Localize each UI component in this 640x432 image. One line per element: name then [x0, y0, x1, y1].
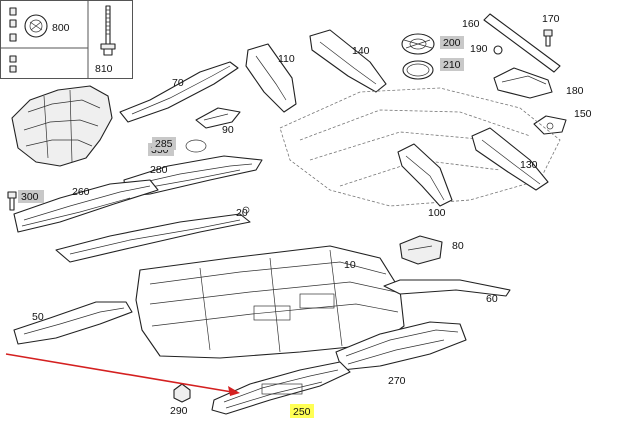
- part-50-shape: 50: [13, 301, 133, 345]
- callout-180[interactable]: 180: [566, 85, 584, 97]
- callout-270[interactable]: 270: [388, 375, 406, 387]
- bolt-810-icon: [100, 5, 116, 56]
- callout-90[interactable]: 90: [222, 124, 234, 136]
- part-160-shape: 160: [462, 13, 561, 73]
- callout-250[interactable]: 250: [293, 406, 311, 418]
- callout-200[interactable]: 200: [443, 37, 461, 49]
- callout-150[interactable]: 150: [574, 108, 592, 120]
- callout-50[interactable]: 50: [32, 311, 44, 323]
- part-260-shape: 260: [13, 179, 159, 233]
- part-200-ring: 200: [401, 33, 464, 55]
- callout-810[interactable]: 810: [95, 63, 113, 75]
- part-140-shape: 140: [309, 29, 387, 93]
- part-190-nut: 190: [470, 43, 503, 55]
- part-130-shape: 130: [471, 127, 549, 191]
- part-80-shape: 80: [399, 235, 464, 265]
- part-70-shape: 70: [119, 61, 239, 123]
- part-20-shape: 20: [55, 206, 251, 263]
- part-170-bolt: 170: [542, 13, 560, 47]
- callout-285[interactable]: 285: [155, 138, 173, 150]
- part-300-bolt: 300: [7, 190, 44, 211]
- part-100-shape: 100: [397, 143, 453, 219]
- part-350-shape: 350: [11, 85, 174, 167]
- part-290-nut: 290: [170, 383, 191, 417]
- part-270-shape: 270: [335, 321, 467, 387]
- part-60-shape: 60: [383, 279, 511, 305]
- callout-210[interactable]: 210: [443, 59, 461, 71]
- part-280-shape: 280: [123, 155, 263, 197]
- callout-10[interactable]: 10: [344, 259, 356, 271]
- callout-20[interactable]: 20: [236, 207, 248, 219]
- callout-300[interactable]: 300: [21, 191, 39, 203]
- callout-290[interactable]: 290: [170, 405, 188, 417]
- part-250-shape: 250: [211, 361, 351, 418]
- part-210-ring: 210: [402, 58, 464, 80]
- callout-110[interactable]: 110: [278, 53, 295, 65]
- red-arrow-indicator: [5, 353, 240, 396]
- part-285-shape: 285: [152, 137, 207, 153]
- part-90-shape: 90: [195, 107, 241, 136]
- callout-800[interactable]: 800: [52, 22, 70, 34]
- callout-80[interactable]: 80: [452, 240, 464, 252]
- clip-800-icon: [9, 7, 48, 73]
- callout-60[interactable]: 60: [486, 293, 498, 305]
- part-10-floor-panel: 10: [135, 245, 405, 359]
- part-150-shape: 150: [533, 108, 592, 135]
- callout-190[interactable]: 190: [470, 43, 488, 55]
- callout-70[interactable]: 70: [172, 77, 184, 89]
- callout-170[interactable]: 170: [542, 13, 560, 25]
- callout-260[interactable]: 260: [72, 186, 90, 198]
- fastener-inset-box: 800 810: [0, 0, 133, 79]
- callout-100[interactable]: 100: [428, 207, 446, 219]
- callout-140[interactable]: 140: [352, 45, 370, 57]
- callout-160[interactable]: 160: [462, 18, 480, 30]
- callout-130[interactable]: 130: [520, 159, 538, 171]
- callout-280[interactable]: 280: [150, 164, 168, 176]
- part-180-shape: 180: [493, 67, 584, 99]
- body-phantom-outline: [279, 87, 561, 207]
- part-110-shape: 110: [245, 43, 297, 113]
